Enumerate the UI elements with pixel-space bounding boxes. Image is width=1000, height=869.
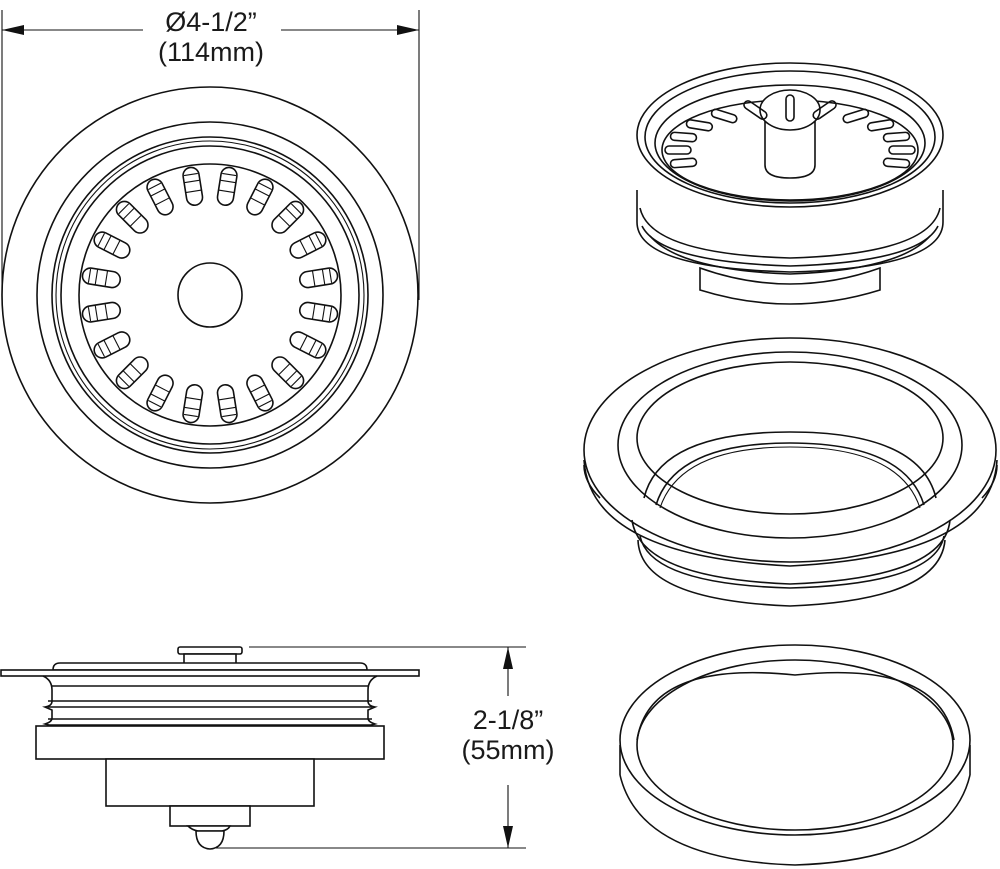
strainer-slot [93, 331, 131, 359]
iso-strainer-slot [669, 131, 698, 143]
iso-ring [619, 644, 971, 866]
iso-strainer-slot [785, 94, 795, 122]
strainer-slot [246, 374, 274, 412]
arrow-left-icon [2, 25, 24, 35]
strainer-slot [298, 267, 339, 289]
diameter-imperial: Ø4-1/2” [165, 7, 257, 37]
strainer-slots [81, 166, 339, 424]
iso-strainer-slot [710, 108, 738, 124]
iso-strainer-slot [842, 108, 870, 124]
strainer-slot [289, 331, 327, 359]
diameter-dimension [1, 10, 420, 300]
arrow-up-icon [503, 647, 513, 669]
iso-strainer-slot [866, 119, 895, 132]
height-metric: (55mm) [461, 735, 555, 765]
strainer-slot [246, 178, 274, 216]
strainer-slot [216, 383, 238, 424]
iso-strainer-slot [669, 157, 698, 169]
strainer-slot [289, 231, 327, 259]
iso-flange [583, 337, 998, 607]
center-hub [177, 262, 243, 328]
side-view [0, 646, 420, 850]
diameter-metric: (114mm) [157, 37, 264, 67]
iso-strainer-slot [882, 157, 911, 169]
iso-strainer-slot [812, 100, 837, 120]
diameter-label: Ø4-1/2” (114mm) [140, 7, 282, 67]
height-dimension [216, 646, 526, 849]
strainer-slot [216, 166, 238, 207]
strainer-slot [115, 200, 149, 234]
strainer-slot [298, 301, 339, 323]
iso-strainer-slot [888, 145, 916, 155]
iso-strainer [636, 62, 944, 305]
strainer-slot [81, 301, 122, 323]
height-imperial: 2-1/8” [472, 705, 544, 735]
iso-strainer-slots [664, 94, 916, 169]
arrow-down-icon [503, 826, 513, 848]
strainer-slot [271, 200, 305, 234]
strainer-slot [271, 356, 305, 390]
iso-strainer-slot [664, 145, 692, 155]
iso-strainer-slot [743, 100, 768, 120]
iso-strainer-slot [685, 119, 714, 132]
arrow-right-icon [397, 25, 419, 35]
strainer-slot [182, 166, 204, 207]
strainer-slot [182, 383, 204, 424]
iso-strainer-slot [882, 131, 911, 143]
strainer-slot [115, 356, 149, 390]
strainer-slot [146, 374, 174, 412]
strainer-slot [81, 267, 122, 289]
height-label: 2-1/8” (55mm) [448, 705, 568, 765]
top-view [1, 86, 419, 504]
strainer-slot [146, 178, 174, 216]
strainer-slot [93, 231, 131, 259]
